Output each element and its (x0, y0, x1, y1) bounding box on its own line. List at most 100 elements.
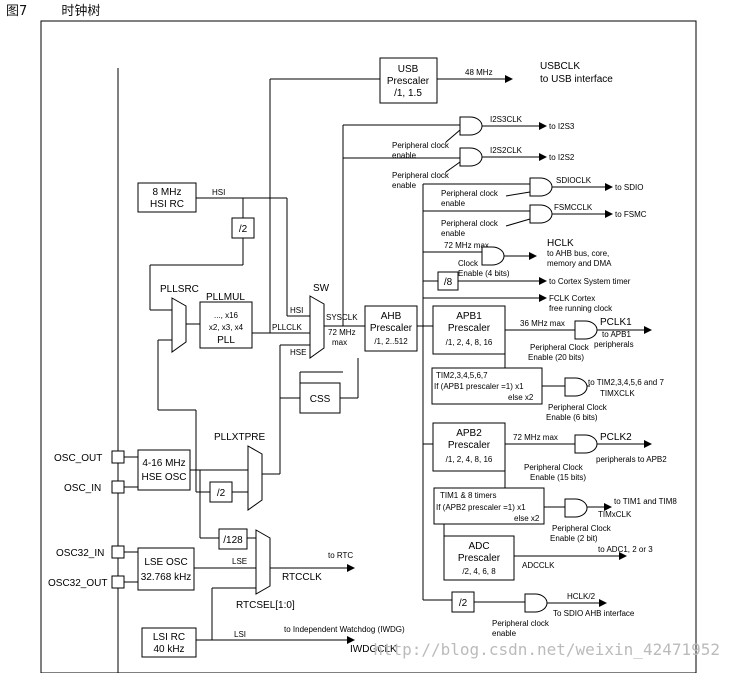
apb1-prescaler-line2: Prescaler (448, 323, 491, 334)
apb1-max-label: 36 MHz max (520, 319, 565, 328)
periph-enable-2bit-line1: Peripheral Clock (552, 524, 612, 533)
periph-enable-6-line1: Peripheral Clock (548, 403, 608, 412)
div2-sdio-label: /2 (459, 598, 468, 609)
periph-enable-15-line2: Enable (15 bits) (530, 473, 586, 482)
timxclk1-and-gate (564, 377, 588, 397)
tim-apb2-line1: TIM1 & 8 timers (440, 491, 496, 500)
lsi-rc-line1: LSI RC (153, 632, 185, 643)
osc32-in-pin (111, 545, 125, 559)
sw-label: SW (313, 283, 330, 294)
lsi-rc-line2: 40 kHz (153, 644, 184, 655)
lse-osc-line2: 32.768 kHz (141, 572, 192, 583)
clock-enable-4-line1: Clock (458, 259, 479, 268)
usbclk-label: USBCLK (540, 61, 580, 72)
i2s2-and-gate (459, 147, 483, 167)
rtcclk-label: RTCCLK (282, 572, 322, 583)
fsmc-and-gate (529, 204, 553, 224)
tim-apb1-line3: else x2 (508, 393, 534, 402)
hclk-and-gate (481, 246, 505, 266)
ahb-prescaler-line1: AHB (381, 311, 402, 322)
hse-osc-box (137, 449, 191, 491)
timxclk1-label: TIMXCLK (600, 389, 635, 398)
usb-freq-label: 48 MHz (465, 68, 493, 77)
hsi-rc-line1: 8 MHz (153, 187, 182, 198)
tim-apb1-box (431, 367, 543, 405)
to-sdio-label: to SDIO (615, 183, 643, 192)
usb-prescaler-line3: /1, 1.5 (394, 88, 422, 99)
figure-number: 图7 (6, 4, 28, 19)
to-i2s2-label: to I2S2 (549, 153, 575, 162)
to-systick-label: to Cortex System timer (549, 277, 631, 286)
pclk2-line1: PCLK2 (600, 432, 632, 443)
periph-enable-3-line2: enable (441, 199, 466, 208)
timxclk2-label: TIMxCLK (598, 510, 632, 519)
periph-enable-20-line1: Peripheral Clock (530, 343, 590, 352)
to-rtc-label: to RTC (328, 551, 353, 560)
osc-out-label: OSC_OUT (54, 453, 102, 464)
iwdgclk-label: IWDGCLK (350, 644, 397, 655)
tim-apb2-box (433, 487, 545, 525)
periph-enable-2bit-line2: Enable (2 bit) (550, 534, 598, 543)
periph-enable-2-line1: Peripheral clock (392, 171, 450, 180)
hsi-rc-line2: HSI RC (150, 199, 184, 210)
sdio-ahb-and-gate (524, 593, 548, 613)
pclk1-line2: to APB1 (602, 330, 631, 339)
to-i2s3-label: to I2S3 (549, 122, 575, 131)
ahb-max-label: 72 MHz max (444, 241, 489, 250)
osc-in-pin (111, 480, 125, 494)
rtcsel-label: RTCSEL[1:0] (236, 600, 295, 611)
hsi-rc-box (137, 182, 197, 213)
pllxtpre-mux (247, 445, 263, 511)
pclk1-line1: PCLK1 (600, 317, 632, 328)
figure-title: 时钟树 (61, 4, 101, 19)
pll-box (199, 301, 253, 349)
tim-apb1-line2: If (APB1 prescaler =1) x1 (434, 382, 524, 391)
i2s2clk-label: I2S2CLK (490, 146, 523, 155)
rtcsel-mux (255, 529, 271, 595)
pclk2-line2: peripherals to APB2 (596, 455, 667, 464)
hse-osc-line2: HSE OSC (141, 472, 186, 483)
div8-label: /8 (444, 277, 453, 288)
tim-apb1-line1: TIM2,3,4,5,6,7 (436, 371, 488, 380)
sysclk-max-line2: max (332, 338, 347, 347)
apb1-prescaler-line1: APB1 (456, 311, 482, 322)
div2-hsi-label: /2 (239, 224, 248, 235)
to-tim2-label: to TIM2,3,4,5,6 and 7 (588, 378, 664, 387)
osc-out-pin (111, 450, 125, 464)
clock-enable-4-line2: Enable (4 bits) (458, 269, 510, 278)
pclk1-and-gate (574, 320, 598, 340)
pclk1-line3: peripherals (594, 340, 634, 349)
ahb-prescaler-box (364, 305, 418, 352)
watermark: http://blog.csdn.net/weixin_42471952 (373, 640, 720, 659)
apb2-prescaler-line1: APB2 (456, 428, 482, 439)
to-iwdg-label: to Independent Watchdog (IWDG) (284, 625, 405, 634)
apb1-prescaler-line3: /1, 2, 4, 8, 16 (446, 338, 493, 347)
fclk-line1: FCLK Cortex (549, 294, 595, 303)
lsi-label: LSI (234, 630, 246, 639)
periph-enable-3-line1: Peripheral clock (441, 189, 499, 198)
diagram-frame (40, 20, 697, 673)
sdio-and-gate (529, 177, 553, 197)
i2s3clk-label: I2S3CLK (490, 115, 523, 124)
div128-label: /128 (223, 535, 243, 546)
sw-mux (309, 295, 325, 359)
pll-line3: PLL (217, 335, 235, 346)
pllclk-label: PLLCLK (272, 323, 302, 332)
css-box (299, 382, 341, 414)
to-tim1-label: to TIM1 and TIM8 (614, 497, 677, 506)
lse-label: LSE (232, 557, 247, 566)
tim-apb2-line3: else x2 (514, 514, 540, 523)
pllsrc-label: PLLSRC (160, 284, 199, 295)
pll-line2: x2, x3, x4 (209, 323, 244, 332)
apb1-prescaler-box (432, 305, 506, 355)
sysclk-max-line1: 72 MHz (328, 328, 356, 337)
tim-apb2-line2: If (APB2 prescaler =1) x1 (436, 503, 526, 512)
osc32-out-pin (111, 575, 125, 589)
periph-enable-1-line2: enable (392, 151, 417, 160)
periph-enable-4-line1: Peripheral clock (441, 219, 499, 228)
hclk-line1: HCLK (547, 238, 574, 249)
adc-prescaler-line2: Prescaler (458, 553, 501, 564)
sw-hse-label: HSE (290, 348, 306, 357)
pllsrc-mux (171, 297, 187, 353)
